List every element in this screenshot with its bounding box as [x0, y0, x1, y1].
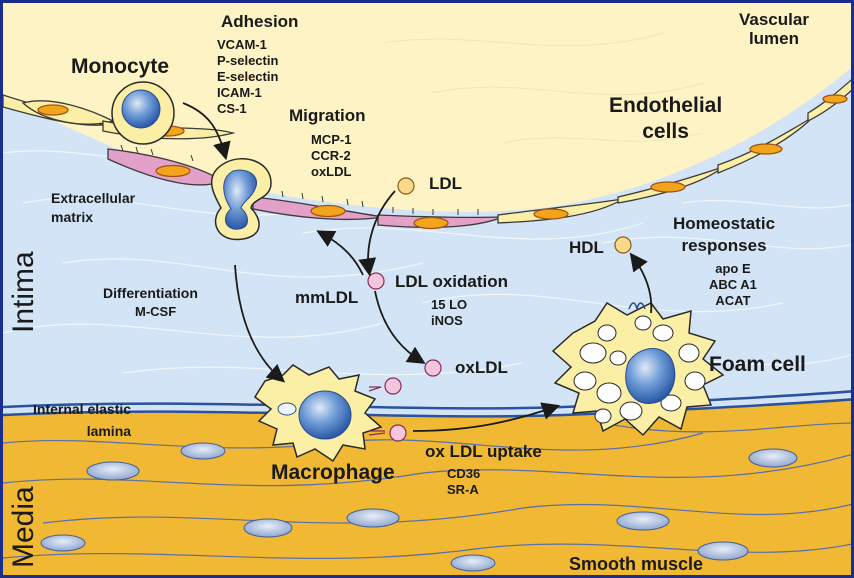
internal-elastic-line2: lamina: [86, 422, 132, 439]
oxidation-arrow: [374, 290, 426, 364]
adhesion-item: CS-1: [217, 101, 247, 116]
adhesion-item: ICAM-1: [217, 85, 262, 100]
vascular-lumen-line1: Vascular: [739, 10, 809, 29]
vascular-lumen-line2: lumen: [748, 28, 799, 48]
homeostatic-list: apo E ABC A1 ACAT: [709, 261, 757, 309]
lipoprotein-particles: [367, 177, 632, 442]
homeostatic-line1: Homeostatic: [673, 214, 776, 233]
mcsf-label: M-CSF: [135, 304, 177, 319]
homeostatic-line2: responses: [681, 236, 767, 256]
internal-elastic-line1: Internal elastic: [33, 401, 132, 417]
media-label: Media: [7, 486, 40, 568]
hdl-label: HDL: [569, 238, 604, 257]
migration-item: MCP-1: [311, 132, 352, 147]
oxidation-item: iNOS: [431, 313, 463, 328]
smooth-muscle-nuclei: [40, 442, 798, 572]
diagram-canvas: [3, 3, 851, 575]
hdl-efflux-arrow: [629, 252, 653, 314]
intima-label: Intima: [7, 251, 40, 333]
homeostatic-item: ACAT: [715, 293, 751, 308]
monocyte-label: Monocyte: [71, 55, 170, 78]
mmldl-migration-arrow: [316, 230, 364, 276]
uptake-arrow: [412, 402, 561, 432]
ldl-entry-arrow: [358, 190, 396, 277]
ldl-oxidation-label: LDL oxidation: [395, 272, 509, 291]
ldl-label: LDL: [429, 174, 463, 193]
oxidation-list: 15 LO iNOS: [431, 297, 467, 329]
migration-item: oxLDL: [311, 164, 352, 179]
vascular-lumen-label: Vascular lumen: [739, 10, 809, 48]
adhesion-list: VCAM-1 P-selectin E-selectin ICAM-1 CS-1: [217, 37, 278, 117]
extracellular-matrix-label: Extracellular matrix: [51, 189, 135, 227]
adhesion-item: VCAM-1: [217, 37, 267, 52]
adhesion-item: E-selectin: [217, 69, 279, 84]
migration-list: MCP-1 CCR-2 oxLDL: [311, 132, 351, 180]
uptake-item: CD36: [447, 466, 481, 481]
adhesion-title: Adhesion: [221, 12, 299, 31]
uptake-item: SR-A: [447, 482, 479, 497]
internal-elastic-lamina-label: Internal elastic lamina: [33, 399, 131, 442]
uptake-list: CD36 SR-A: [447, 466, 480, 498]
adhesion-item: P-selectin: [217, 53, 279, 68]
migration-title: Migration: [289, 106, 366, 125]
lumen-texture: [382, 32, 704, 144]
differentiation-label: Differentiation: [103, 285, 198, 301]
smooth-muscle-label: Smooth muscle: [569, 554, 704, 574]
extracellular-line1: Extracellular: [51, 190, 136, 206]
macrophage-label: Macrophage: [271, 461, 395, 484]
foam-cell: [551, 301, 725, 437]
oxldl-uptake-label: ox LDL uptake: [425, 442, 542, 461]
migrating-monocyte: [211, 158, 272, 241]
media-region: [3, 399, 851, 575]
foam-cell-label: Foam cell: [709, 353, 806, 376]
oxidation-item: 15 LO: [431, 297, 468, 312]
oxldl-label: oxLDL: [455, 358, 508, 377]
homeostatic-item: apo E: [715, 261, 751, 276]
endothelial-line1: Endothelial: [609, 94, 723, 117]
adhesion-arrow: [182, 102, 231, 161]
differentiation-arrow: [234, 264, 286, 383]
migration-item: CCR-2: [311, 148, 351, 163]
homeostatic-responses-label: Homeostatic responses: [673, 213, 775, 257]
macrophage-cell: [253, 364, 386, 463]
process-arrows: [182, 102, 653, 432]
endothelial-cells-label: Endothelial cells: [609, 93, 722, 146]
endothelial-line2: cells: [642, 120, 689, 144]
extracellular-line2: matrix: [51, 208, 94, 225]
homeostatic-item: ABC A1: [709, 277, 757, 292]
monocyte-cell: [111, 81, 175, 145]
mmldl-label: mmLDL: [295, 288, 359, 307]
